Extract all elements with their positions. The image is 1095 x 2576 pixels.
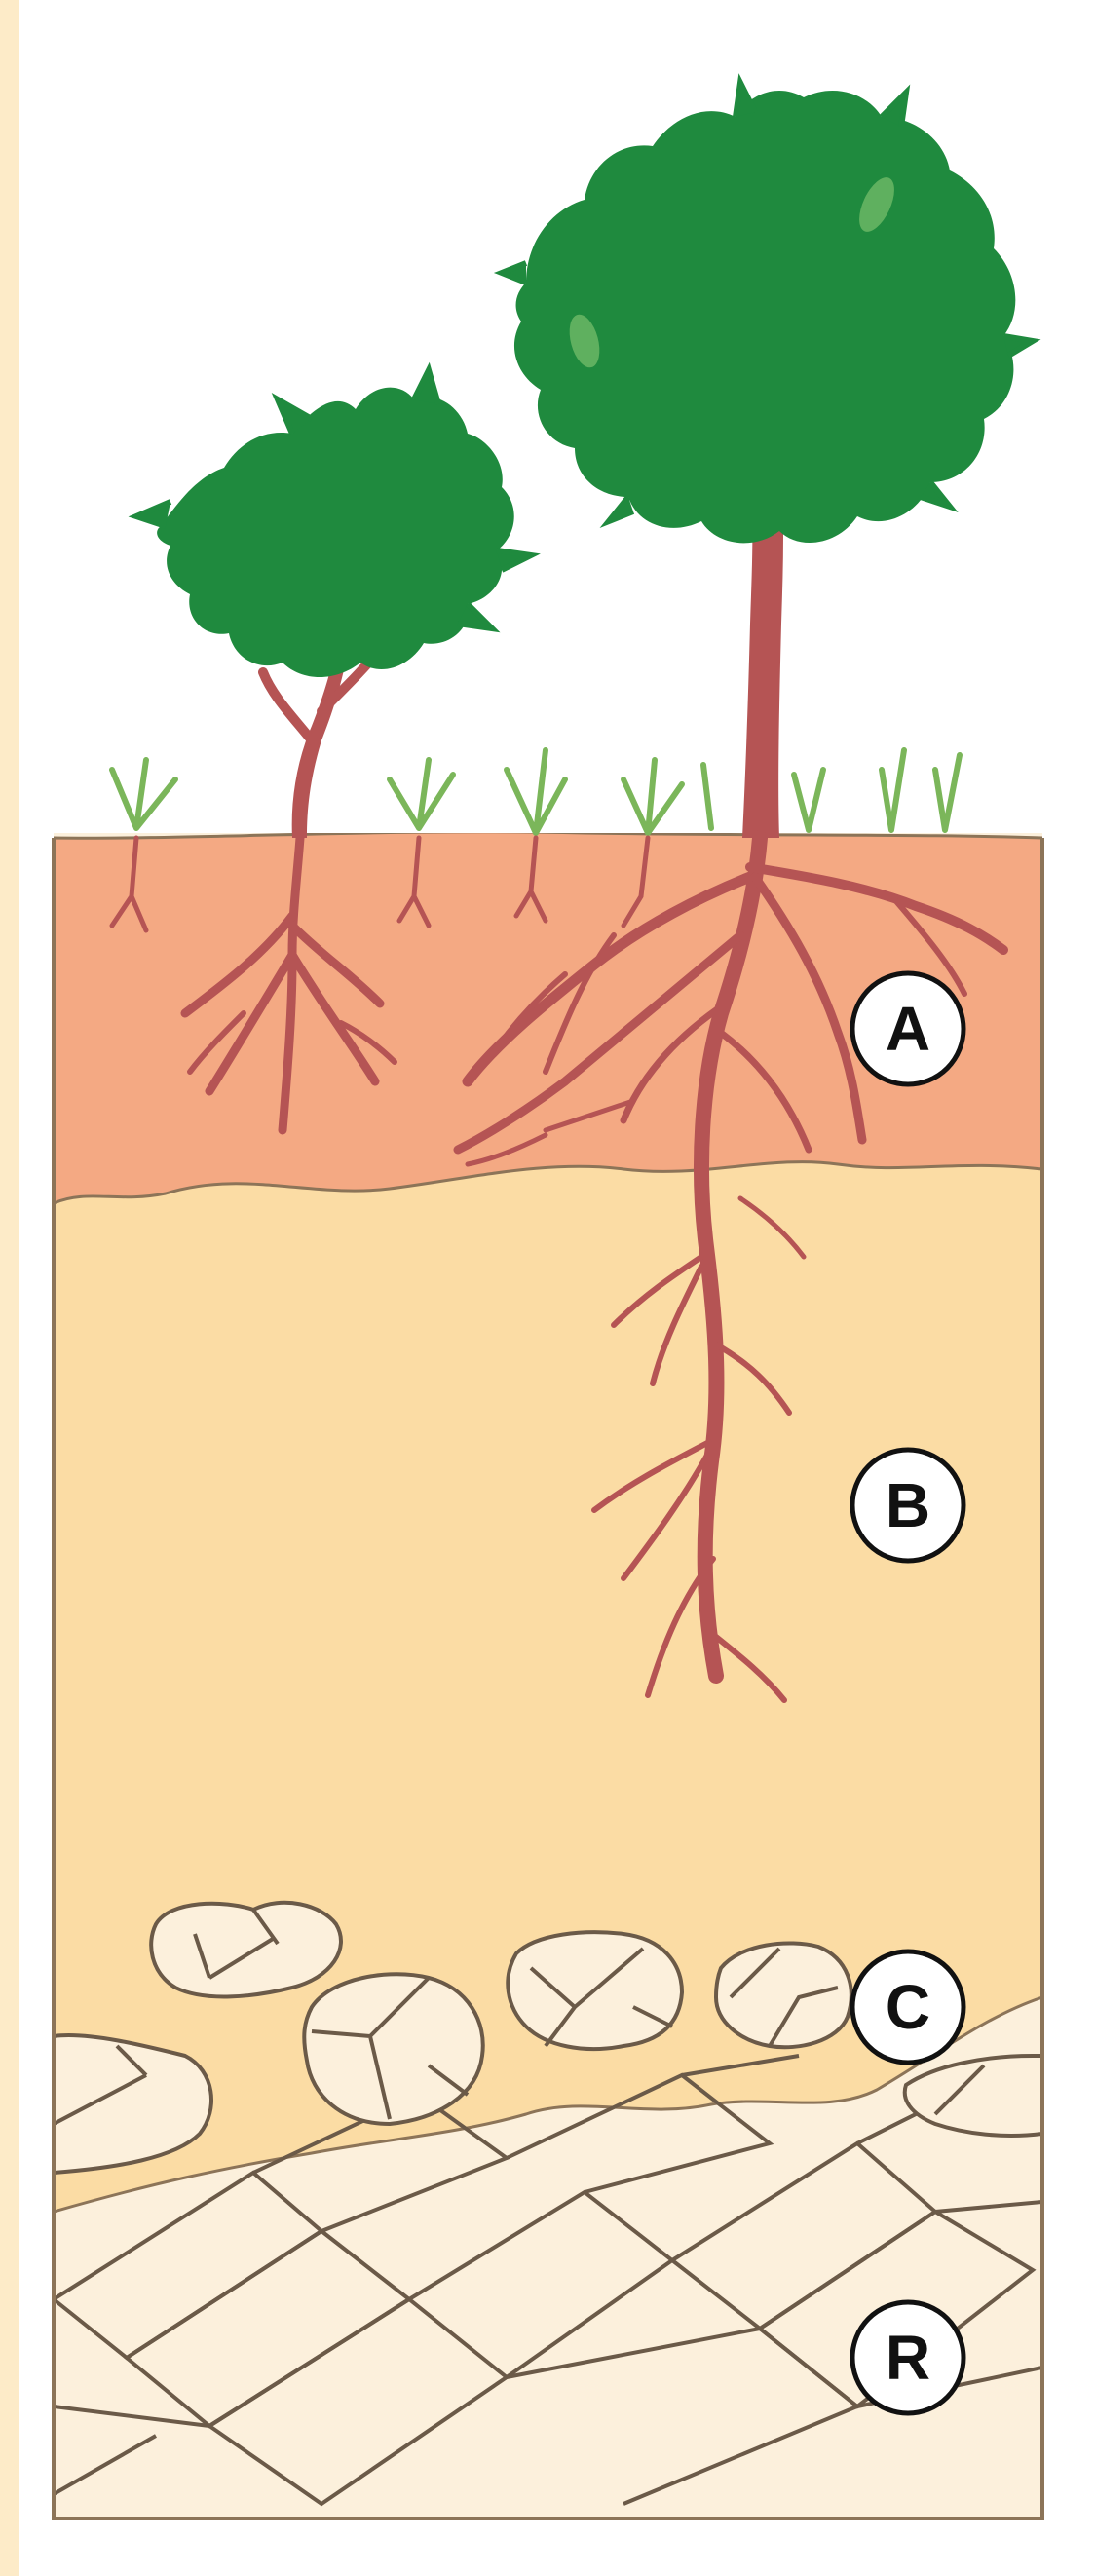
large-tree-foliage xyxy=(514,91,1015,543)
label-b-text: B xyxy=(886,1470,930,1540)
small-tree xyxy=(136,370,531,838)
grass-tufts xyxy=(112,750,960,833)
large-tree xyxy=(502,83,1033,838)
label-r: R xyxy=(852,2302,963,2413)
small-tree-foliage xyxy=(157,388,514,677)
label-a-text: A xyxy=(886,994,930,1064)
label-c-text: C xyxy=(886,1972,930,2042)
label-c: C xyxy=(852,1951,963,2063)
label-b: B xyxy=(852,1450,963,1561)
label-a: A xyxy=(852,973,963,1084)
label-r-text: R xyxy=(886,2323,930,2393)
